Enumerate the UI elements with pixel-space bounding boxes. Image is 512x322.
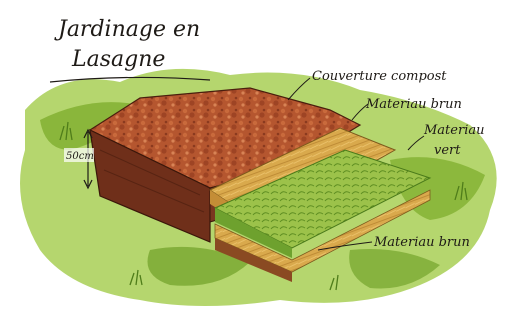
title-line-1: Jardinage en <box>54 17 200 42</box>
label-green-material-line-1: Materiau <box>423 123 484 138</box>
label-compost-cover: Couverture compost <box>312 69 447 84</box>
label-green-material-line-2: vert <box>434 143 461 158</box>
label-brown-material-bottom: Materiau brun <box>373 235 470 250</box>
dimension-label: 50cm <box>66 151 94 162</box>
title-line-2: Lasagne <box>71 47 165 72</box>
label-brown-material-top: Materiau brun <box>365 97 462 112</box>
